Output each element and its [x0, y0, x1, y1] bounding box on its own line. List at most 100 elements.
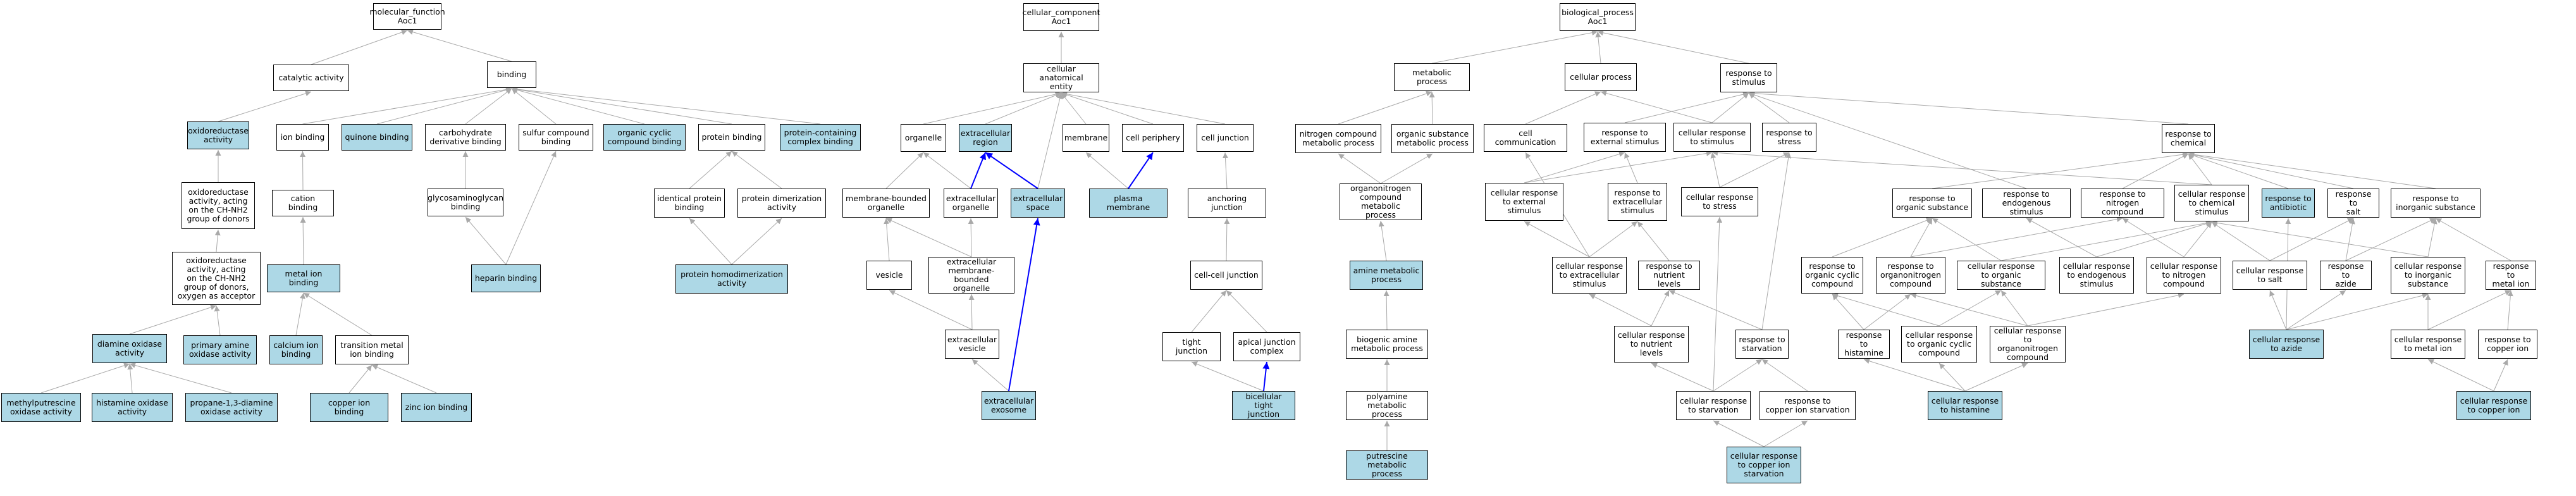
node-resp-histamine[interactable]: response to histamine [1838, 330, 1890, 359]
node-cell-resp-histamine[interactable]: cellular response to histamine [1928, 391, 2002, 420]
node-cell-resp-organonitrogen[interactable]: cellular response to organonitrogen comp… [1990, 326, 2066, 363]
node-methylputrescine[interactable]: methylputrescine oxidase activity [1, 393, 81, 422]
node-cell-resp-azide[interactable]: cellular response to azide [2249, 330, 2324, 359]
node-extracell-exosome[interactable]: extracellular exosome [982, 391, 1036, 420]
node-ion-binding[interactable]: ion binding [276, 124, 329, 151]
node-resp-ext-stim[interactable]: response to external stimulus [1584, 123, 1666, 152]
node-binding[interactable]: binding [487, 61, 536, 88]
node-cell-resp-copper-ion[interactable]: cellular response to copper ion [2456, 391, 2531, 420]
node-membrane[interactable]: membrane [1063, 124, 1109, 152]
node-plasma-membrane[interactable]: plasma membrane [1089, 189, 1168, 218]
node-resp-endo-stim[interactable]: response to endogenous stimulus [1982, 189, 2071, 218]
node-resp-antibiotic[interactable]: response to antibiotic [2262, 189, 2315, 218]
node-resp-salt[interactable]: response to salt [2327, 189, 2379, 218]
node-org-cyclic-bind[interactable]: organic cyclic compound binding [603, 124, 686, 151]
node-extracell-organelle[interactable]: extracellular organelle [944, 189, 998, 218]
node-cc-root[interactable]: cellular_component Aoc1 [1023, 3, 1100, 31]
node-organelle[interactable]: organelle [901, 124, 946, 152]
node-resp-copper-ion[interactable]: response to copper ion [2478, 330, 2537, 359]
node-resp-nitrogen[interactable]: response to nitrogen compound [2081, 189, 2164, 218]
node-organonitrogen-met[interactable]: organonitrogen compound metabolic proces… [1340, 183, 1422, 220]
node-resp-copper-starv[interactable]: response to copper ion starvation [1759, 391, 1856, 420]
node-metal-ion-binding[interactable]: metal ion binding [267, 264, 340, 292]
node-sulfur[interactable]: sulfur compound binding [519, 124, 593, 151]
node-cell-resp-starvation[interactable]: cellular response to starvation [1676, 391, 1751, 420]
node-bp-root[interactable]: biological_process Aoc1 [1560, 3, 1636, 31]
node-prot-cont-complex[interactable]: protein-containing complex binding [780, 124, 861, 151]
node-org-subst-met[interactable]: organic substance metabolic process [1391, 124, 1474, 153]
node-cation-binding[interactable]: cation binding [272, 190, 334, 216]
node-carb-deriv[interactable]: carbohydrate derivative binding [425, 124, 506, 151]
node-cell-resp-chem[interactable]: cellular response to chemical stimulus [2174, 185, 2249, 221]
node-zinc-ion-binding[interactable]: zinc ion binding [401, 393, 472, 422]
node-histamine-ox[interactable]: histamine oxidase activity [92, 393, 173, 422]
node-resp-metal-ion[interactable]: response to metal ion [2486, 261, 2536, 290]
node-vesicle[interactable]: vesicle [866, 261, 912, 290]
node-resp-nutrient[interactable]: response to nutrient levels [1638, 261, 1700, 290]
node-cell-resp-endo[interactable]: cellular response to endogenous stimulus [2059, 257, 2134, 294]
node-resp-inorg[interactable]: response to inorganic substance [2391, 189, 2480, 218]
node-metabolic[interactable]: metabolic process [1394, 63, 1470, 91]
node-cell-cell-junction[interactable]: cell-cell junction [1190, 261, 1262, 290]
node-cell-resp-stress[interactable]: cellular response to stress [1681, 187, 1758, 216]
node-membrane-bounded[interactable]: membrane-bounded organelle [842, 189, 930, 218]
node-resp-azide[interactable]: response to azide [2320, 261, 2372, 290]
node-resp-org-subst[interactable]: response to organic substance [1892, 189, 1972, 218]
node-resp-extracell-stim[interactable]: response to extracellular stimulus [1608, 183, 1667, 221]
node-cell-resp-metal-ion[interactable]: cellular response to metal ion [2391, 330, 2465, 359]
node-resp-starvation[interactable]: response to starvation [1735, 330, 1789, 359]
node-extracell-space[interactable]: extracellular space [1011, 189, 1065, 218]
node-biogenic-amine[interactable]: biogenic amine metabolic process [1346, 330, 1428, 359]
node-resp-stress[interactable]: response to stress [1762, 123, 1816, 152]
node-prot-homodimer[interactable]: protein homodimerization activity [675, 264, 788, 294]
node-cell-resp-copper-starv[interactable]: cellular response to copper ion starvati… [1727, 447, 1801, 483]
node-primary-amine-ox[interactable]: primary amine oxidase activity [183, 335, 257, 364]
node-cell-resp-ext-stim[interactable]: cellular response to external stimulus [1485, 183, 1563, 221]
node-polyamine-met[interactable]: polyamine metabolic process [1346, 391, 1428, 420]
node-cell-resp-nutrient[interactable]: cellular response to nutrient levels [1614, 326, 1689, 363]
node-cell-resp-org-cyclic[interactable]: cellular response to organic cyclic comp… [1901, 326, 1977, 363]
node-trans-metal[interactable]: transition metal ion binding [335, 335, 409, 364]
node-apical-junction[interactable]: apical junction complex [1233, 332, 1300, 361]
node-cell-junction[interactable]: cell junction [1197, 124, 1254, 152]
node-heparin[interactable]: heparin binding [471, 264, 541, 292]
node-putrescine-met[interactable]: putrescine metabolic process [1346, 450, 1428, 480]
node-cell-resp-nitrogen[interactable]: cellular response to nitrogen compound [2147, 257, 2221, 294]
node-cell-anat[interactable]: cellular anatomical entity [1023, 63, 1099, 92]
edge-cell_comm-to-cellular_process [1525, 91, 1601, 125]
node-cell-resp-stim[interactable]: cellular response to stimulus [1673, 123, 1751, 152]
node-cell-comm[interactable]: cell communication [1484, 124, 1567, 152]
node-extracell-region[interactable]: extracellular region [959, 124, 1012, 152]
node-cell-periphery[interactable]: cell periphery [1122, 124, 1184, 152]
node-glycosaminoglycan[interactable]: glycosaminoglycan binding [428, 189, 503, 216]
node-resp-org-cyclic[interactable]: response to organic cyclic compound [1801, 257, 1863, 294]
node-mf-root[interactable]: molecular_function Aoc1 [369, 3, 445, 30]
node-prot-dimer[interactable]: protein dimerization activity [737, 189, 826, 218]
node-oxido-oxygen[interactable]: oxidoreductase activity, acting on the C… [172, 252, 261, 305]
node-anchoring-junction[interactable]: anchoring junction [1188, 189, 1266, 218]
node-calcium-ion[interactable]: calcium ion binding [269, 335, 323, 364]
node-quinone[interactable]: quinone binding [342, 124, 412, 151]
node-nitrogen-comp-met[interactable]: nitrogen compound metabolic process [1295, 124, 1381, 153]
node-propane-diamine[interactable]: propane-1,3-diamine oxidase activity [185, 393, 278, 422]
node-bicellular-tight[interactable]: bicellular tight junction [1232, 391, 1295, 420]
node-protein-binding[interactable]: protein binding [698, 124, 765, 151]
node-resp-organonitrogen[interactable]: response to organonitrogen compound [1876, 257, 1945, 294]
node-cell-resp-inorg[interactable]: cellular response to inorganic substance [2391, 257, 2465, 294]
node-cell-resp-salt[interactable]: cellular response to salt [2233, 261, 2307, 290]
node-cell-resp-org-subst[interactable]: cellular response to organic substance [1957, 261, 2045, 290]
node-extracell-mem-bounded[interactable]: extracellular membrane-bounded organelle [928, 257, 1014, 294]
node-catalytic[interactable]: catalytic activity [273, 65, 349, 91]
node-resp-stimulus[interactable]: response to stimulus [1720, 63, 1777, 92]
node-identical-protein[interactable]: identical protein binding [654, 189, 725, 218]
node-cell-resp-extracell[interactable]: cellular response to extracellular stimu… [1552, 257, 1627, 294]
node-copper-ion-binding[interactable]: copper ion binding [310, 393, 388, 422]
node-diamine-oxidase[interactable]: diamine oxidase activity [92, 334, 167, 363]
node-tight-junction[interactable]: tight junction [1162, 332, 1221, 361]
node-amine-met[interactable]: amine metabolic process [1350, 261, 1423, 290]
node-oxido-ch-nh2[interactable]: oxidoreductase activity, acting on the C… [182, 182, 255, 229]
node-resp-chemical[interactable]: response to chemical [2162, 124, 2215, 153]
node-extracell-vesicle[interactable]: extracellular vesicle [945, 330, 999, 359]
node-oxidoreductase[interactable]: oxidoreductase activity [187, 121, 249, 149]
node-cellular-process[interactable]: cellular process [1565, 63, 1637, 91]
